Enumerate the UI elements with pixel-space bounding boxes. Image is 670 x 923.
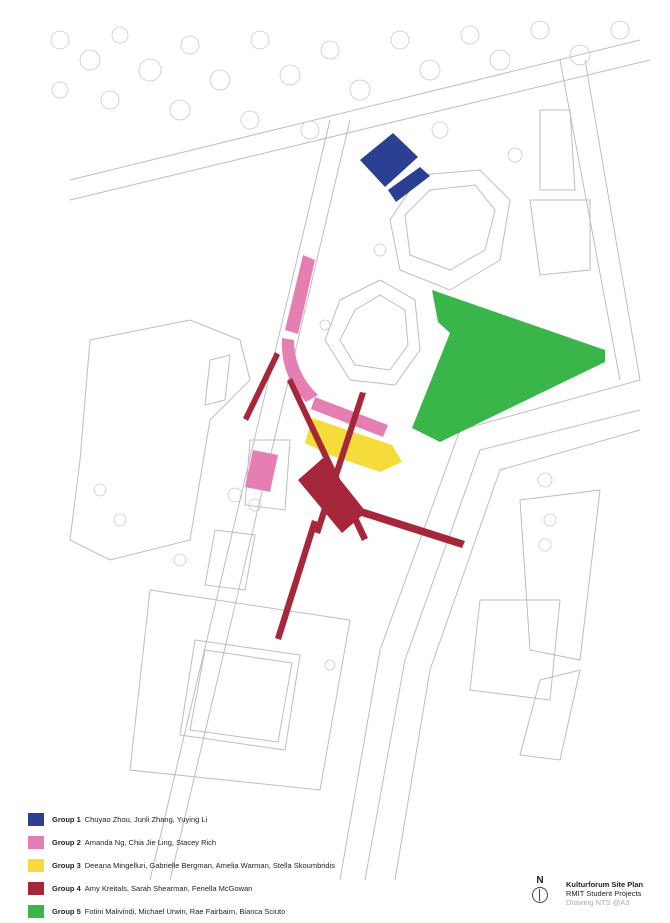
- legend-group-label: Group 3: [52, 861, 81, 870]
- legend-members: Fotini Malivindi, Michael Urwin, Rae Fai…: [84, 907, 286, 916]
- legend-group-label: Group 4: [52, 884, 81, 893]
- legend-swatch: [28, 882, 44, 895]
- plan-subtitle: RMIT Student Projects: [566, 889, 642, 898]
- group-1-area-small: [388, 167, 430, 202]
- legend-members: Chuyao Zhou, Junli Zhang, Yuying Li: [84, 815, 208, 824]
- legend-swatch: [28, 836, 44, 849]
- legend-group-label: Group 1: [52, 815, 81, 824]
- legend-members: Deeana Mingelluri, Gabrielle Bergman, Am…: [84, 861, 336, 870]
- plan-note: Drawing NTS @A3: [566, 898, 630, 907]
- legend-group-label: Group 2: [52, 838, 81, 847]
- trees: [50, 20, 630, 671]
- north-arrow: N: [530, 876, 550, 904]
- group-5-area: [412, 290, 605, 442]
- legend-members: Amy Kreitals, Sarah Shearman, Fenella Mc…: [84, 884, 253, 893]
- group-2-area-lower: [311, 397, 388, 437]
- base-plan-linework: [69, 39, 651, 881]
- legend-item: Group 3 Deeana Mingelluri, Gabrielle Ber…: [28, 854, 448, 877]
- north-arrow-icon: [532, 887, 548, 903]
- title-block: Kulturforum Site Plan RMIT Student Proje…: [566, 880, 643, 907]
- group-2-area-strip: [285, 255, 315, 334]
- group-areas: [243, 133, 605, 640]
- legend-members: Amanda Ng, Chia Jie Ling, Stacey Rich: [84, 838, 217, 847]
- legend-item: Group 4 Amy Kreitals, Sarah Shearman, Fe…: [28, 877, 448, 900]
- legend-item: Group 2 Amanda Ng, Chia Jie Ling, Stacey…: [28, 831, 448, 854]
- group-2-area-curve: [281, 338, 318, 402]
- legend-swatch: [28, 859, 44, 872]
- north-label: N: [536, 875, 544, 886]
- group-3-area: [305, 418, 402, 472]
- legend-group-label: Group 5: [52, 907, 81, 916]
- plan-title: Kulturforum Site Plan: [566, 880, 644, 889]
- group-2-area-block: [245, 450, 278, 492]
- legend-item: Group 1 Chuyao Zhou, Junli Zhang, Yuying…: [28, 808, 448, 831]
- legend-swatch: [28, 813, 44, 826]
- group-4-area: [243, 352, 465, 640]
- legend-swatch: [28, 905, 44, 918]
- legend-item: Group 5 Fotini Malivindi, Michael Urwin,…: [28, 900, 448, 923]
- group-1-area: [360, 133, 418, 187]
